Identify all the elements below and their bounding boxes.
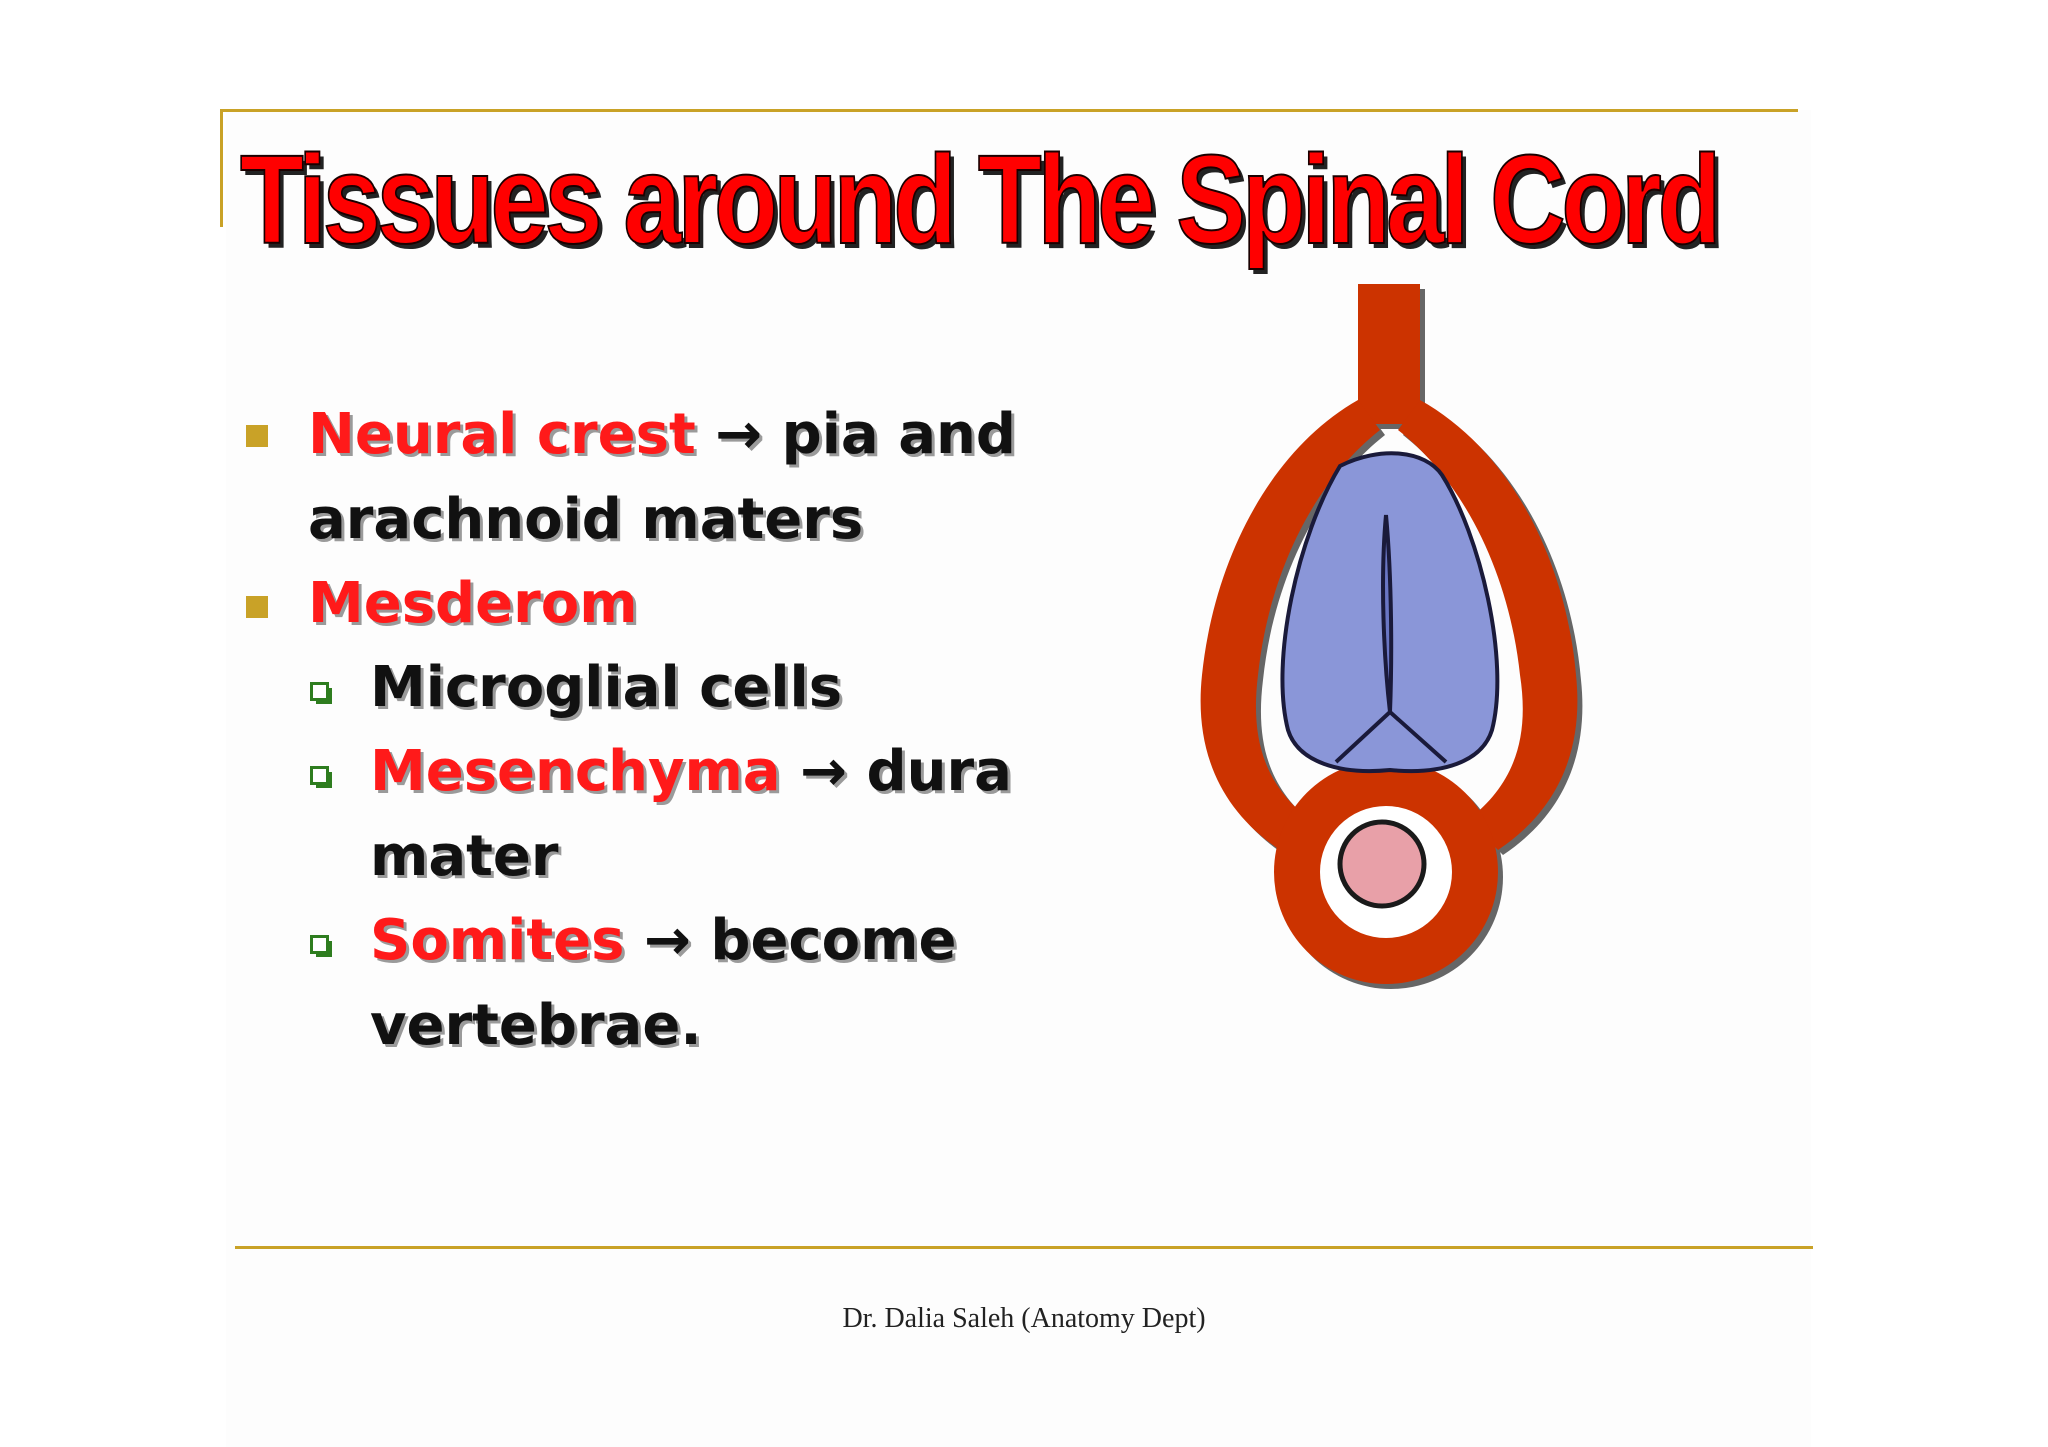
- footer-text: Dr. Dalia Saleh (Anatomy Dept): [842, 1303, 1206, 1334]
- right-arrow-icon: →: [715, 402, 763, 467]
- shadowed-box-bullet-icon: [310, 766, 332, 788]
- vertebral-surround: [1200, 284, 1578, 984]
- bullet-neural-crest: Neural crest → pia and: [308, 400, 1016, 470]
- footer-rule: [235, 1246, 1813, 1249]
- square-bullet-icon: [246, 425, 268, 447]
- slide-title: Tissues around The Spinal Cord: [239, 129, 1722, 271]
- shadowed-box-bullet-icon: [310, 935, 332, 957]
- title-left-rule: [220, 109, 223, 227]
- spinal-cord-diagram: [1200, 284, 1583, 989]
- sub-bullet-microglial: Microglial cells: [370, 655, 843, 720]
- shadowed-box-bullet-icon: [310, 682, 332, 704]
- bullet-continuation: mater: [370, 824, 559, 889]
- bullet-rest-text: pia and: [781, 402, 1016, 467]
- ventral-fissure: [1334, 710, 1448, 764]
- bullet-list: Neural crest → pia and arachnoid maters …: [246, 400, 1016, 1058]
- bullet-red-term: Neural crest: [308, 402, 696, 467]
- right-arrow-icon: →: [800, 739, 848, 804]
- vertebra-right-arm: [1398, 400, 1578, 850]
- bullet-red-term: Mesenchyma: [370, 739, 781, 804]
- sub-bullet-somites: Somites → become: [370, 906, 956, 976]
- bullet-rest-text: become: [710, 908, 957, 973]
- vertebra-left-arm: [1200, 400, 1380, 850]
- notochord: [1337, 819, 1427, 909]
- right-arrow-icon: →: [643, 908, 691, 973]
- bullet-mesoderm: Mesderom: [308, 571, 638, 636]
- bullet-continuation: arachnoid maters: [308, 487, 864, 552]
- square-bullet-icon: [246, 596, 268, 618]
- sub-bullet-mesenchyma: Mesenchyma → dura: [370, 737, 1012, 807]
- title-top-rule: [220, 109, 1798, 112]
- vertebra-stem: [1358, 284, 1420, 424]
- bullet-continuation: vertebrae.: [370, 993, 702, 1058]
- bullet-red-term: Somites: [370, 908, 625, 973]
- bullet-rest-text: dura: [866, 739, 1012, 804]
